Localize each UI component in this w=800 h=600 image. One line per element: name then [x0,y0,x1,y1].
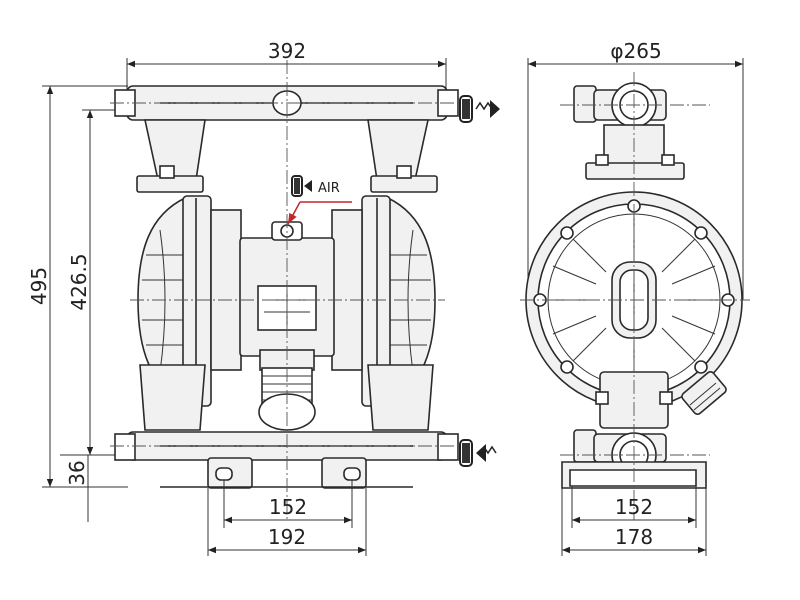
outlet-flow-icon [459,95,500,123]
front-view: 392 495 426.5 36 152 192 AIR [27,39,500,556]
air-inlet-icon [291,175,312,197]
side-view: φ265 152 178 [520,39,750,556]
inlet-flow-icon [459,439,497,467]
dim-inner-height-label: 426.5 [67,253,91,310]
dim-diameter-label: φ265 [610,39,661,63]
dim-bolt-spacing-label: 152 [269,495,307,519]
dim-side-base-width-label: 178 [615,525,653,549]
dim-base-width-label: 192 [268,525,306,549]
dim-base-height-label: 36 [65,460,89,485]
side-fitting [681,371,727,415]
dim-width-label: 392 [268,39,306,63]
air-label: AIR [318,181,340,196]
dim-side-bolt-spacing-label: 152 [615,495,653,519]
dim-height-label: 495 [27,267,51,305]
